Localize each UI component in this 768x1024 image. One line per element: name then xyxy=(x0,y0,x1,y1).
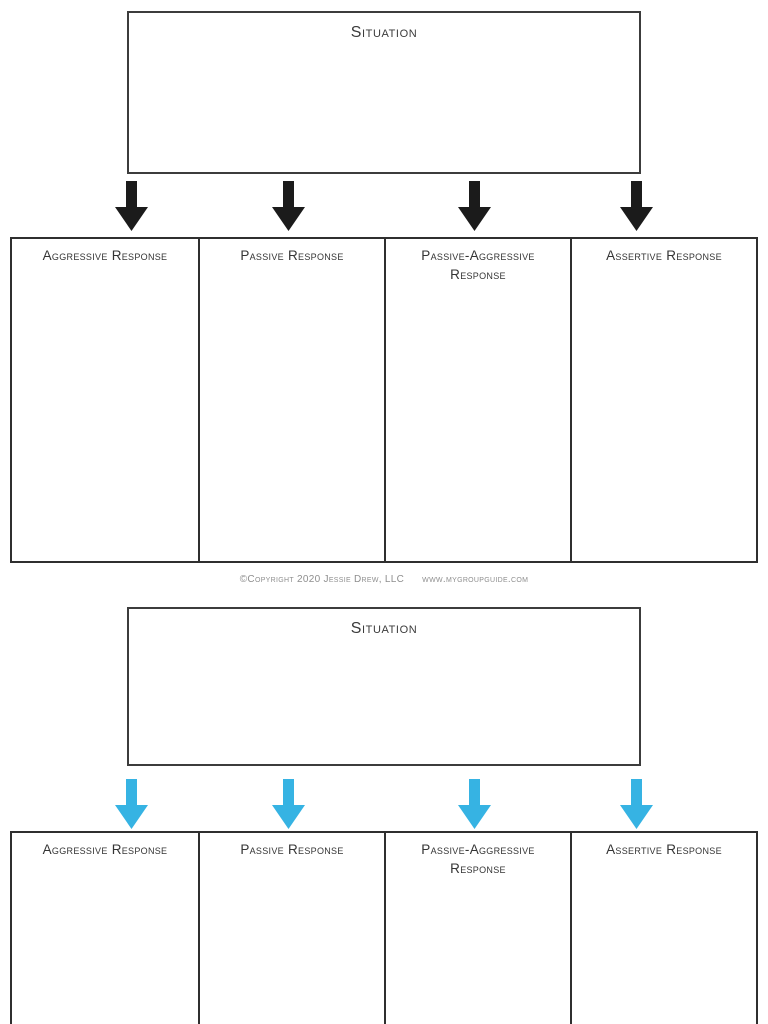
down-arrow-shape xyxy=(272,779,305,829)
down-arrow-shape xyxy=(458,181,491,231)
response-cell-aggressive: Aggressive Response xyxy=(12,239,198,561)
response-cell-header: Aggressive Response xyxy=(42,248,168,263)
down-arrow-shape xyxy=(458,779,491,829)
response-cell-header: Passive-Aggressive Response xyxy=(421,248,535,282)
response-cell-header: Passive Response xyxy=(240,248,344,263)
copyright-text: ©Copyright 2020 Jessie Drew, LLC xyxy=(239,573,405,585)
response-cell-passive: Passive Response xyxy=(198,239,384,561)
response-cell-header: Passive Response xyxy=(240,842,344,857)
response-cell-passive: Passive Response xyxy=(198,833,384,1024)
response-cell-passive-aggressive: Passive-Aggressive Response xyxy=(384,239,570,561)
down-arrow-shape xyxy=(115,779,148,829)
down-arrow-icon xyxy=(458,779,491,829)
down-arrow-shape xyxy=(620,779,653,829)
down-arrow-icon xyxy=(272,181,305,231)
response-cell-passive-aggressive: Passive-Aggressive Response xyxy=(384,833,570,1024)
situation-label: Situation xyxy=(350,24,418,41)
response-cell-header: Assertive Response xyxy=(606,248,722,263)
down-arrow-icon xyxy=(115,779,148,829)
response-cell-assertive: Assertive Response xyxy=(570,833,756,1024)
response-table-2: Aggressive Response Passive Response Pas… xyxy=(10,831,758,1024)
response-cell-aggressive: Aggressive Response xyxy=(12,833,198,1024)
situation-box-1: Situation xyxy=(127,11,641,174)
website-text: www.mygroupguide.com xyxy=(422,573,529,585)
arrow-row-black xyxy=(0,174,768,237)
response-table-1: Aggressive Response Passive Response Pas… xyxy=(10,237,758,563)
response-cell-assertive: Assertive Response xyxy=(570,239,756,561)
down-arrow-icon xyxy=(272,779,305,829)
copyright-line: ©Copyright 2020 Jessie Drew, LLC www.myg… xyxy=(0,571,768,587)
down-arrow-icon xyxy=(620,181,653,231)
down-arrow-shape xyxy=(272,181,305,231)
situation-box-2: Situation xyxy=(127,607,641,766)
down-arrow-shape xyxy=(115,181,148,231)
down-arrow-icon xyxy=(458,181,491,231)
down-arrow-icon xyxy=(115,181,148,231)
response-cell-header: Assertive Response xyxy=(606,842,722,857)
response-cell-header: Aggressive Response xyxy=(42,842,168,857)
down-arrow-icon xyxy=(620,779,653,829)
down-arrow-shape xyxy=(620,181,653,231)
arrow-row-blue xyxy=(0,766,768,831)
response-cell-header: Passive-Aggressive Response xyxy=(421,842,535,876)
situation-label: Situation xyxy=(350,620,418,637)
